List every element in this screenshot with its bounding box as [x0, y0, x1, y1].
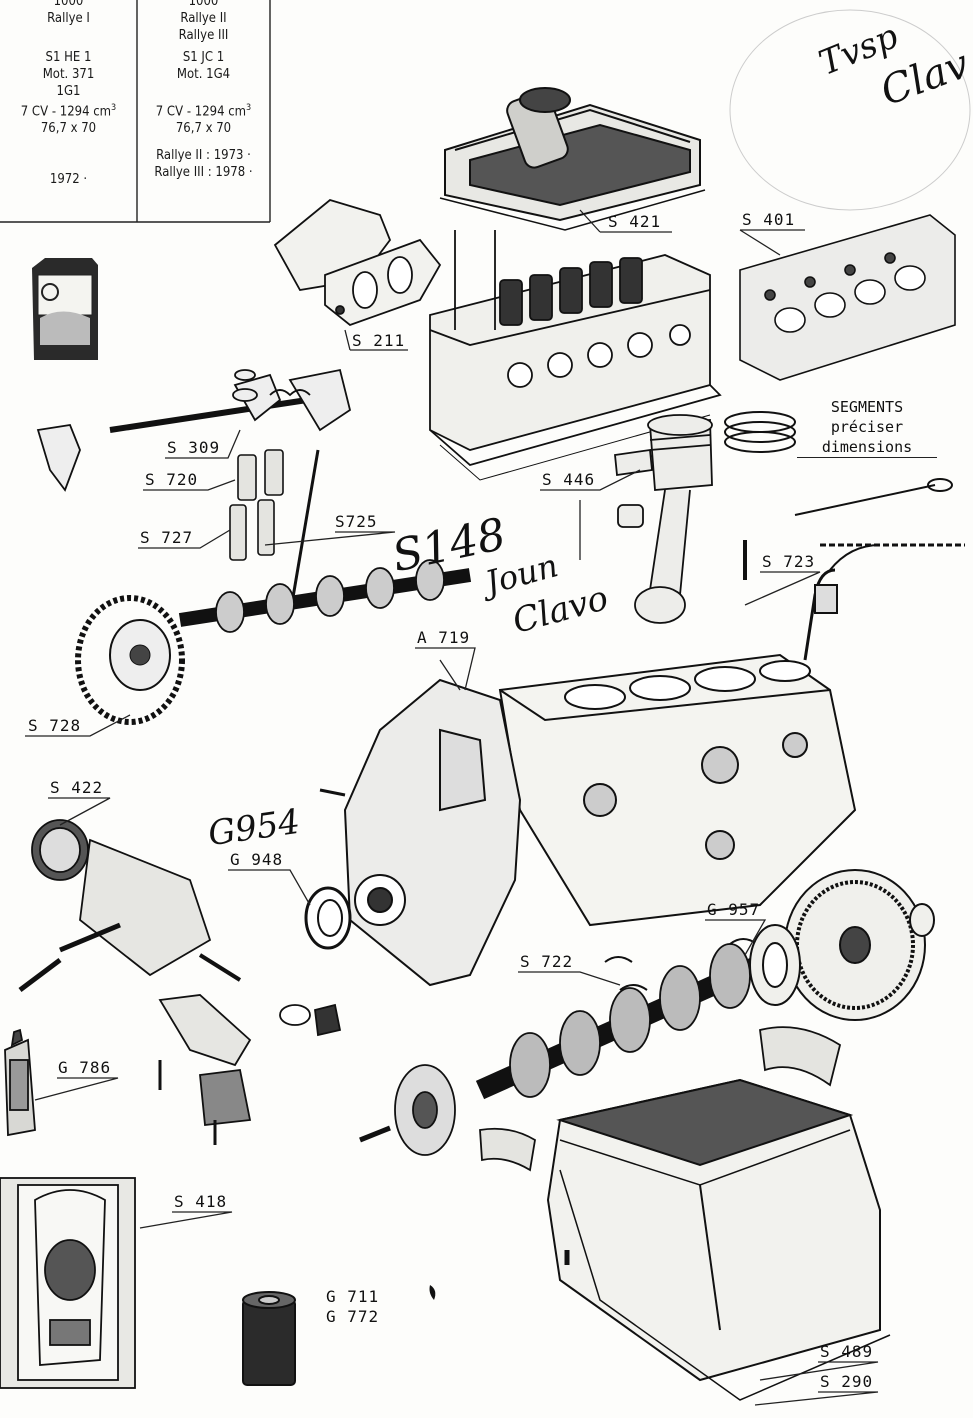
sealant-tube-drawing: [4, 1028, 36, 1137]
model-a-label: Rallye II: [180, 11, 227, 26]
callout-s722: S 722: [520, 952, 574, 971]
callout-s422: S 422: [50, 778, 104, 797]
manifold-gasket-drawing: [273, 199, 442, 327]
year-b-label: Rallye III : 1978 ·: [154, 165, 253, 181]
type-code-label: S1 JC 1: [182, 50, 225, 65]
segments-line-2: préciser: [830, 418, 904, 436]
engine-code-label: 1G1: [56, 84, 81, 99]
oil-pan-drawing: [546, 1078, 891, 1401]
callout-s421: S 421: [608, 212, 662, 231]
spec-column-rallye-1: 1000 Rallye I S1 HE 1 Mot. 371 1G1 7 CV …: [0, 0, 137, 188]
flywheel-drawing: [749, 869, 935, 1021]
oil-seal-drawing: [304, 886, 352, 950]
callout-s489: S 489: [820, 1342, 874, 1361]
piston-rings-drawing: [724, 411, 796, 453]
callout-s723: S 723: [762, 552, 816, 571]
engine-block-drawing: [498, 653, 857, 927]
gasket-set-drawing: [0, 1177, 136, 1389]
dipstick-drawing: [743, 478, 965, 661]
callout-s720: S 720: [145, 470, 199, 489]
ink-mark: [429, 1285, 436, 1300]
callout-s446: S 446: [542, 470, 596, 489]
timing-chain-drawing: [75, 595, 185, 725]
timing-cover-drawing: [319, 678, 522, 987]
cylinder-head-drawing: [429, 230, 722, 481]
bore-stroke-label: 76,7 x 70: [40, 121, 97, 137]
callout-s309: S 309: [167, 438, 221, 457]
callout-s725: S725: [335, 512, 378, 531]
callout-s401: S 401: [742, 210, 796, 229]
callout-g957: G 957: [707, 900, 761, 919]
model-top-label: 1000: [53, 0, 84, 9]
cylinder-head-s401-drawing: [739, 214, 956, 381]
callout-s290: S 290: [820, 1372, 874, 1391]
callout-g772: G 772: [326, 1307, 380, 1326]
callout-s727: S 727: [140, 528, 194, 547]
model-label: Rallye I: [47, 11, 90, 26]
displacement-label: 7 CV - 1294 cm3: [20, 103, 117, 120]
year-a-label: Rallye II : 1973 ·: [156, 148, 251, 164]
engine-label: Mot. 1G4: [176, 67, 231, 82]
spec-table-lines: [0, 0, 271, 223]
rocker-shaft-drawing: [36, 368, 352, 492]
segments-line-3: dimensions: [797, 437, 937, 458]
oil-filter-drawing: [242, 1291, 296, 1386]
callout-s211: S 211: [352, 331, 406, 350]
crankshaft-drawing: [359, 943, 842, 1172]
callout-a719: A 719: [417, 628, 471, 647]
oil-can-image: [32, 258, 98, 360]
callout-s728: S 728: [28, 716, 82, 735]
callout-s418: S 418: [174, 1192, 228, 1211]
callout-g786: G 786: [58, 1058, 112, 1077]
model-b-label: Rallye III: [178, 28, 229, 43]
type-code-label: S1 HE 1: [45, 50, 92, 65]
segments-line-1: SEGMENTS: [830, 398, 904, 416]
callout-g711: G 711: [326, 1287, 380, 1306]
piston-rod-drawing: [614, 414, 713, 624]
faded-sketch-outline: [729, 9, 971, 211]
segments-note: SEGMENTS préciser dimensions: [797, 397, 937, 458]
rocker-cover-drawing: [439, 87, 706, 231]
year-label: 1972 ·: [49, 172, 88, 188]
oil-pump-drawing: [18, 819, 342, 1145]
pushrods-drawing: [229, 449, 320, 616]
displacement-label: 7 CV - 1294 cm3: [155, 103, 252, 120]
camshaft-drawing: [178, 559, 472, 633]
callout-g948: G 948: [230, 850, 284, 869]
leader-lines: [25, 209, 879, 1406]
model-top-label: 1000: [188, 0, 219, 9]
spec-column-rallye-2-3: 1000 Rallye II Rallye III S1 JC 1 Mot. 1…: [137, 0, 270, 181]
engine-label: Mot. 371: [42, 67, 95, 82]
bore-stroke-label: 76,7 x 70: [175, 121, 232, 137]
